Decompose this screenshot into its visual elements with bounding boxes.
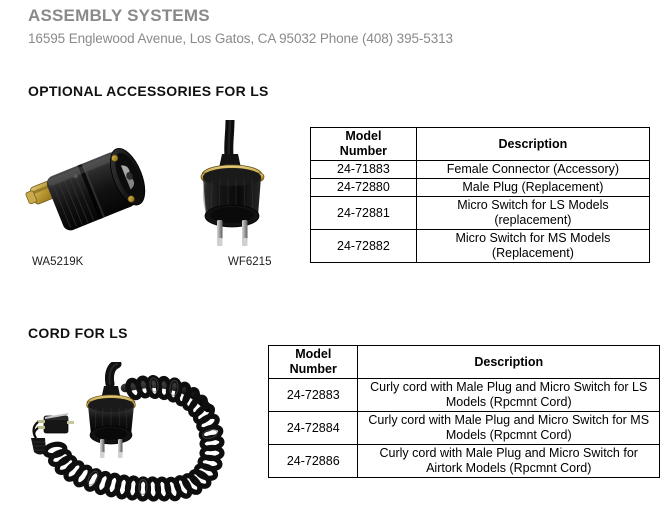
table-row: 24-71883 Female Connector (Accessory) bbox=[310, 160, 651, 179]
section-heading-accessories: OPTIONAL ACCESSORIES FOR LS bbox=[28, 83, 269, 99]
cell-model-number: 24-72880 bbox=[310, 178, 417, 197]
figure-caption-wa5219k: WA5219K bbox=[32, 256, 84, 268]
table-header-row: Model Number Description bbox=[267, 345, 660, 379]
cell-description: Curly cord with Male Plug and Micro Swit… bbox=[357, 411, 660, 445]
cord-table: Model Number Description 24-72883 Curly … bbox=[267, 345, 660, 478]
cell-model-number: 24-72883 bbox=[267, 378, 359, 412]
cell-description: Micro Switch for LS Models (replacement) bbox=[415, 196, 651, 230]
cell-model-number: 24-72884 bbox=[267, 411, 359, 445]
column-header-model-number: Model Number bbox=[310, 127, 417, 161]
table-row: 24-72884 Curly cord with Male Plug and M… bbox=[267, 411, 660, 445]
female-connector-photo bbox=[22, 138, 162, 250]
figure-caption-wf6215: WF6215 bbox=[228, 256, 272, 268]
table-row: 24-72886 Curly cord with Male Plug and M… bbox=[267, 444, 660, 478]
cell-description: Curly cord with Male Plug and Micro Swit… bbox=[357, 378, 660, 412]
table-header-row: Model Number Description bbox=[310, 127, 651, 161]
company-name: ASSEMBLY SYSTEMS bbox=[28, 6, 210, 25]
cell-description: Curly cord with Male Plug and Micro Swit… bbox=[357, 444, 660, 478]
section-heading-cord: CORD FOR LS bbox=[28, 325, 128, 341]
table-row: 24-72880 Male Plug (Replacement) bbox=[310, 178, 651, 197]
model-header-line1: Model bbox=[295, 347, 332, 361]
cell-model-number: 24-72882 bbox=[310, 229, 417, 263]
cell-description: Female Connector (Accessory) bbox=[415, 160, 651, 179]
letterhead: ASSEMBLY SYSTEMS 16595 Englewood Avenue,… bbox=[28, 6, 628, 48]
table-row: 24-72881 Micro Switch for LS Models (rep… bbox=[310, 196, 651, 230]
column-header-description: Description bbox=[357, 345, 660, 379]
model-header-line1: Model bbox=[345, 129, 382, 143]
male-plug-photo bbox=[172, 115, 298, 252]
column-header-model-number: Model Number bbox=[267, 345, 359, 379]
table-row: 24-72882 Micro Switch for MS Models (Rep… bbox=[310, 229, 651, 263]
cell-description: Micro Switch for MS Models (Replacement) bbox=[415, 229, 651, 263]
cell-model-number: 24-72886 bbox=[267, 444, 359, 478]
cell-model-number: 24-72881 bbox=[310, 196, 417, 230]
table-row: 24-72883 Curly cord with Male Plug and M… bbox=[267, 378, 660, 412]
model-header-line2: Number bbox=[289, 362, 337, 376]
accessories-table: Model Number Description 24-71883 Female… bbox=[310, 127, 651, 263]
company-address: 16595 Englewood Avenue, Los Gatos, CA 95… bbox=[28, 31, 453, 46]
model-header-line2: Number bbox=[339, 144, 388, 158]
cell-model-number: 24-71883 bbox=[310, 160, 417, 179]
curly-cord-photo bbox=[22, 359, 270, 502]
column-header-description: Description bbox=[415, 127, 651, 161]
cell-description: Male Plug (Replacement) bbox=[415, 178, 651, 197]
